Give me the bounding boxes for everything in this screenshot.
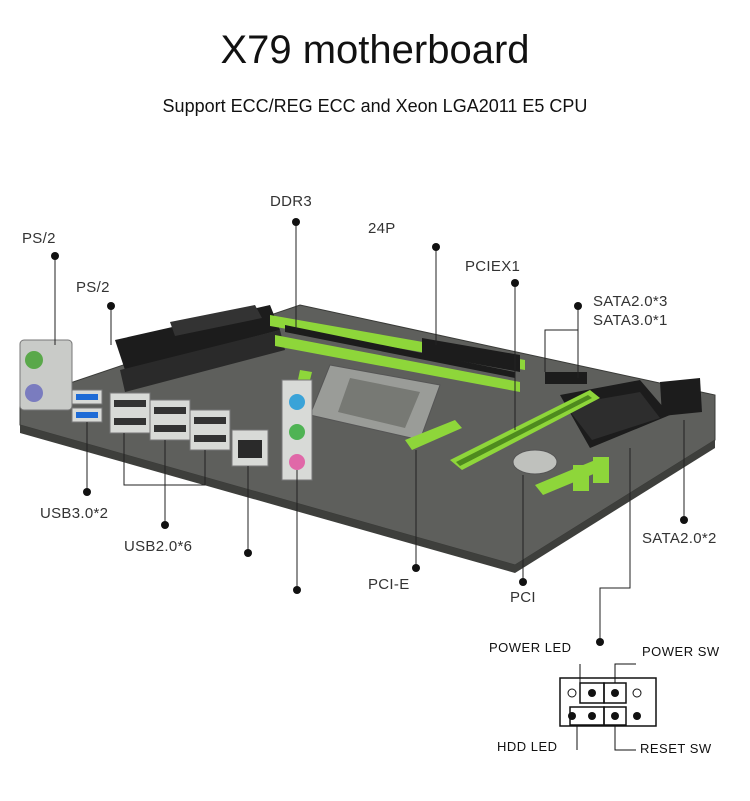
label-sata3-1: SATA3.0*1: [593, 312, 668, 329]
header-pin: [567, 688, 577, 698]
audio-jack-line-in: [289, 394, 305, 410]
dot-24p: [432, 243, 440, 251]
label-pci: PCI: [510, 589, 536, 606]
page-title: X79 motherboard: [220, 28, 530, 72]
usb3-port-top-inner: [76, 394, 98, 400]
dot-pcie: [412, 564, 420, 572]
dot-front-panel: [596, 638, 604, 646]
atx-24pin-connector: [422, 338, 520, 372]
dot-sata3: [574, 302, 582, 310]
dot-usb3: [83, 488, 91, 496]
lan-port-socket: [238, 440, 262, 458]
header-pin: [611, 712, 619, 720]
audio-jack-mic: [289, 454, 305, 470]
usb2-block-1-port-b: [114, 418, 146, 425]
label-ps2-top: PS/2: [22, 230, 56, 247]
pciex1-slot: [405, 420, 462, 450]
label-pcie: PCI-E: [368, 576, 410, 593]
ddr3-slot-rail: [285, 325, 515, 378]
sata-port-1: [545, 372, 587, 384]
cpu-socket-center: [338, 378, 420, 428]
usb2-block-3-port-b: [194, 435, 226, 442]
usb2-block-1-port-a: [114, 400, 146, 407]
ps2-port-mouse: [25, 351, 43, 369]
callout-reset-sw: [614, 725, 636, 751]
dot-audio: [293, 586, 301, 594]
front-panel-callouts: [576, 663, 636, 751]
usb3-port-bottom-inner: [76, 412, 98, 418]
label-usb2: USB2.0*6: [124, 538, 193, 555]
page-subtitle: Support ECC/REG ECC and Xeon LGA2011 E5 …: [162, 96, 588, 116]
label-hdd-led: HDD LED: [497, 739, 558, 754]
usb2-block-2: [149, 399, 191, 441]
usb2-block-3-port-a: [194, 417, 226, 424]
callout-power-sw: [614, 663, 636, 683]
label-24p: 24P: [368, 220, 396, 237]
dot-sata2: [680, 516, 688, 524]
usb2-block-2-port-b: [154, 425, 186, 432]
header-pin: [632, 688, 642, 698]
usb2-block-3: [189, 409, 231, 451]
leader-dots: [51, 218, 688, 646]
power-4pin-connector: [660, 378, 702, 416]
header-pin: [588, 689, 596, 697]
leader-front-panel: [599, 448, 631, 642]
ps2-port-keyboard: [25, 384, 43, 402]
dot-ddr3: [292, 218, 300, 226]
leader-sata-bracket: [544, 306, 579, 372]
pci-slot: [535, 458, 608, 495]
dot-ps2-mid: [107, 302, 115, 310]
dot-ps2-top: [51, 252, 59, 260]
leader-lines: [54, 222, 685, 642]
header-pin: [611, 689, 619, 697]
label-sata2-2: SATA2.0*2: [642, 530, 717, 547]
label-power-sw: POWER SW: [642, 644, 720, 659]
front-panel-header-frame: [559, 677, 657, 727]
header-pin: [588, 712, 596, 720]
dot-usb2: [161, 521, 169, 529]
header-pin: [568, 712, 576, 720]
label-power-led: POWER LED: [489, 640, 572, 655]
header-pin: [633, 712, 641, 720]
vrm-heatsink-top: [170, 305, 262, 336]
vrm-heatsink-fins: [120, 330, 285, 392]
usb2-block-2-port-a: [154, 407, 186, 414]
label-ddr3: DDR3: [270, 193, 313, 210]
label-sata2-3: SATA2.0*3: [593, 293, 668, 310]
usb2-block-1: [109, 392, 151, 434]
audio-jack-line-out: [289, 424, 305, 440]
label-reset-sw: RESET SW: [640, 741, 712, 756]
dot-pci: [519, 578, 527, 586]
label-usb3: USB3.0*2: [40, 505, 109, 522]
ddr3-slot-b: [275, 335, 520, 392]
chipset-heatsink-fins: [565, 392, 660, 440]
label-ps2-mid: PS/2: [76, 279, 110, 296]
sata-port-3: [593, 457, 609, 483]
dot-pciex1: [511, 279, 519, 287]
cmos-battery: [512, 449, 558, 475]
pcie-x16-slot-groove: [456, 395, 592, 466]
label-pciex1: PCIEX1: [465, 258, 521, 275]
header-pins: [567, 688, 642, 720]
dot-lan: [244, 549, 252, 557]
sata-port-2: [573, 465, 589, 491]
